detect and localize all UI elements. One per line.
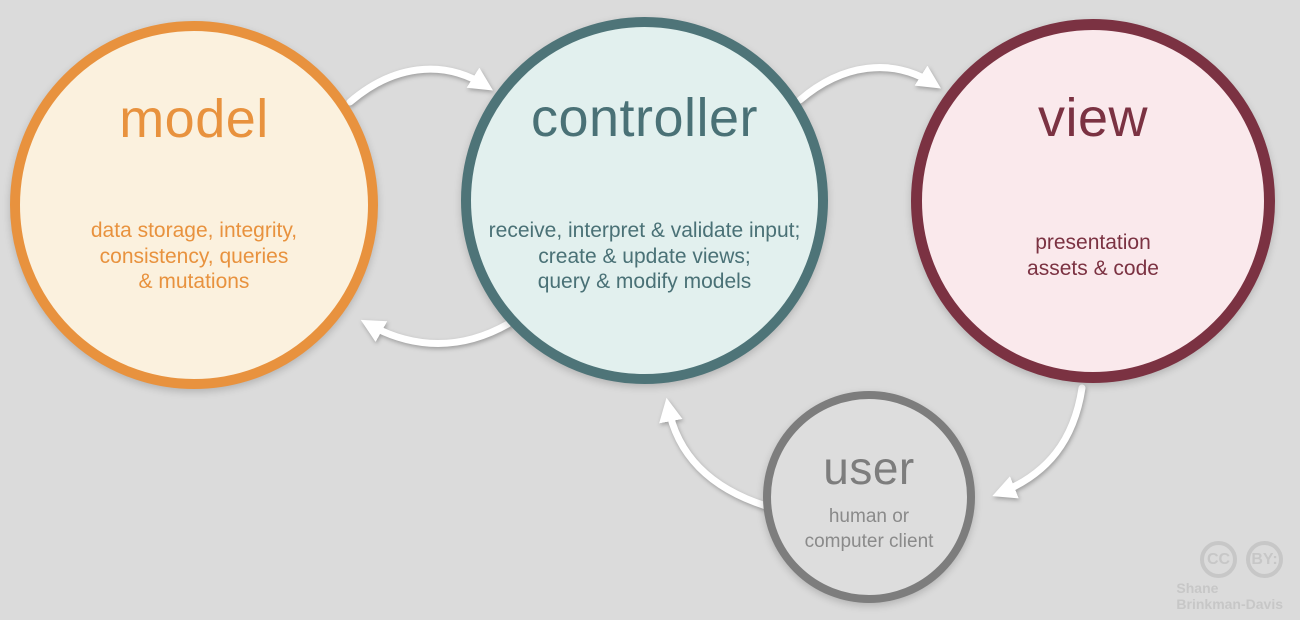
node-user: user human or computer client [763,391,975,603]
arrow-controller-to-view [796,64,942,104]
node-view-title: view [1037,88,1149,148]
by-badge-icon: BY: [1246,541,1283,579]
attribution: CC BY: Shane Brinkman-Davis [1176,541,1283,612]
node-view: view presentation assets & code [911,19,1275,383]
node-controller-description: receive, interpret & validate input; cre… [488,219,801,294]
license-badges: CC BY: [1200,541,1283,579]
arrow-controller-to-model [360,319,512,347]
arrow-user-to-controller [659,397,770,510]
cc-badge-icon: CC [1200,541,1237,579]
node-model: model data storage, integrity, consisten… [10,21,378,389]
arrow-model-to-controller [346,65,494,106]
node-user-description: human or computer client [804,506,934,552]
node-model-description: data storage, integrity, consistency, qu… [90,219,298,294]
node-controller: controller receive, interpret & validate… [461,17,828,384]
arrow-view-to-user [992,384,1086,499]
node-model-title: model [119,89,269,149]
node-controller-title: controller [530,88,759,148]
attribution-author: Shane Brinkman-Davis [1176,580,1283,612]
node-view-description: presentation assets & code [1027,231,1159,281]
node-user-title: user [823,442,915,494]
